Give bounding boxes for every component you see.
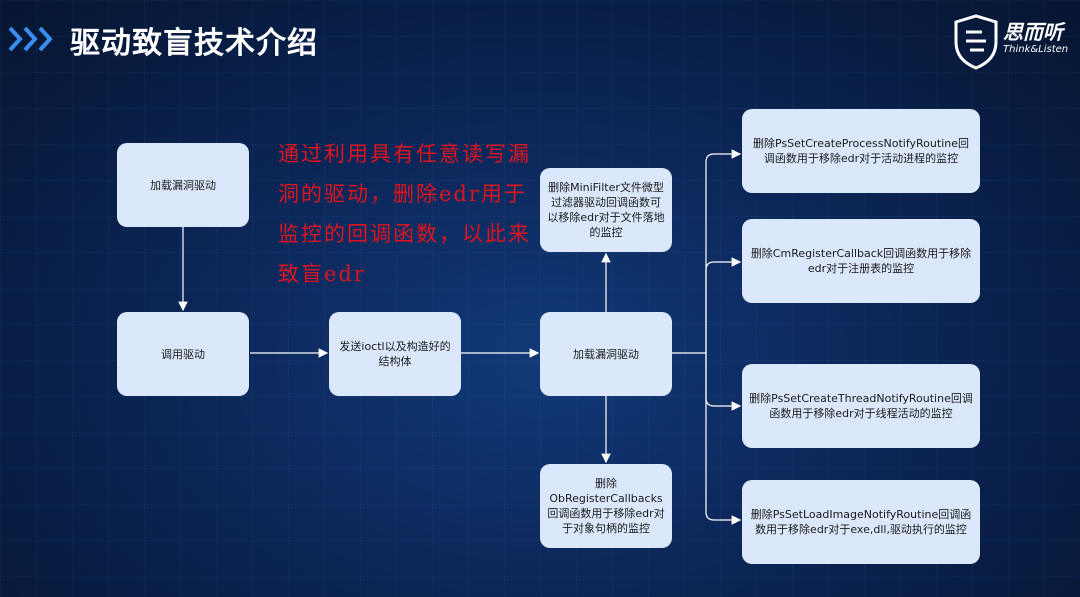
page-title: 驱动致盲技术介绍: [70, 26, 318, 61]
node-load-image-notify-routine: 删除PsSetLoadImageNotifyRoutine回调函数用于移除edr…: [742, 480, 980, 564]
shield-logo-icon: [954, 14, 998, 70]
node-label: 加载漏洞驱动: [150, 178, 216, 192]
node-cm-register-callback: 删除CmRegisterCallback回调函数用于移除edr对于注册表的监控: [742, 219, 980, 303]
node-process-notify-routine: 删除PsSetCreateProcessNotifyRoutine回调函数用于移…: [742, 109, 980, 193]
node-thread-notify-routine: 删除PsSetCreateThreadNotifyRoutine回调函数用于移除…: [742, 364, 980, 448]
node-label: 删除PsSetCreateProcessNotifyRoutine回调函数用于移…: [753, 137, 969, 165]
node-load-vuln-driver-2: 加载漏洞驱动: [540, 312, 672, 396]
node-send-ioctl: 发送ioctl以及构造好的结构体: [329, 312, 461, 396]
logo-subtitle: Think&Listen: [1003, 44, 1069, 55]
node-obregister-callbacks: 删除ObRegisterCallbacks回调函数用于移除edr对于对象句柄的监…: [540, 464, 672, 548]
node-label: 加载漏洞驱动: [573, 347, 639, 361]
node-label: 删除CmRegisterCallback回调函数用于移除edr对于注册表的监控: [750, 247, 972, 275]
node-label: 删除PsSetCreateThreadNotifyRoutine回调函数用于移除…: [749, 392, 973, 420]
chevrons-icon: [8, 26, 53, 52]
logo-name: 思而听: [1003, 20, 1063, 44]
node-label: 调用驱动: [161, 347, 205, 361]
node-label: 发送ioctl以及构造好的结构体: [339, 340, 451, 368]
node-load-vuln-driver-1: 加载漏洞驱动: [117, 143, 249, 227]
annotation-text: 通过利用具有任意读写漏洞的驱动，删除edr用于监控的回调函数，以此来致盲edr: [278, 142, 531, 286]
node-label: 删除ObRegisterCallbacks回调函数用于移除edr对于对象句柄的监…: [547, 477, 665, 535]
node-label: 删除PsSetLoadImageNotifyRoutine回调函数用于移除edr…: [750, 508, 972, 536]
node-call-driver: 调用驱动: [117, 312, 249, 396]
node-label: 删除MiniFilter文件微型过滤器驱动回调函数可以移除edr对于文件落地的监…: [547, 181, 665, 239]
node-minifilter: 删除MiniFilter文件微型过滤器驱动回调函数可以移除edr对于文件落地的监…: [540, 168, 672, 252]
